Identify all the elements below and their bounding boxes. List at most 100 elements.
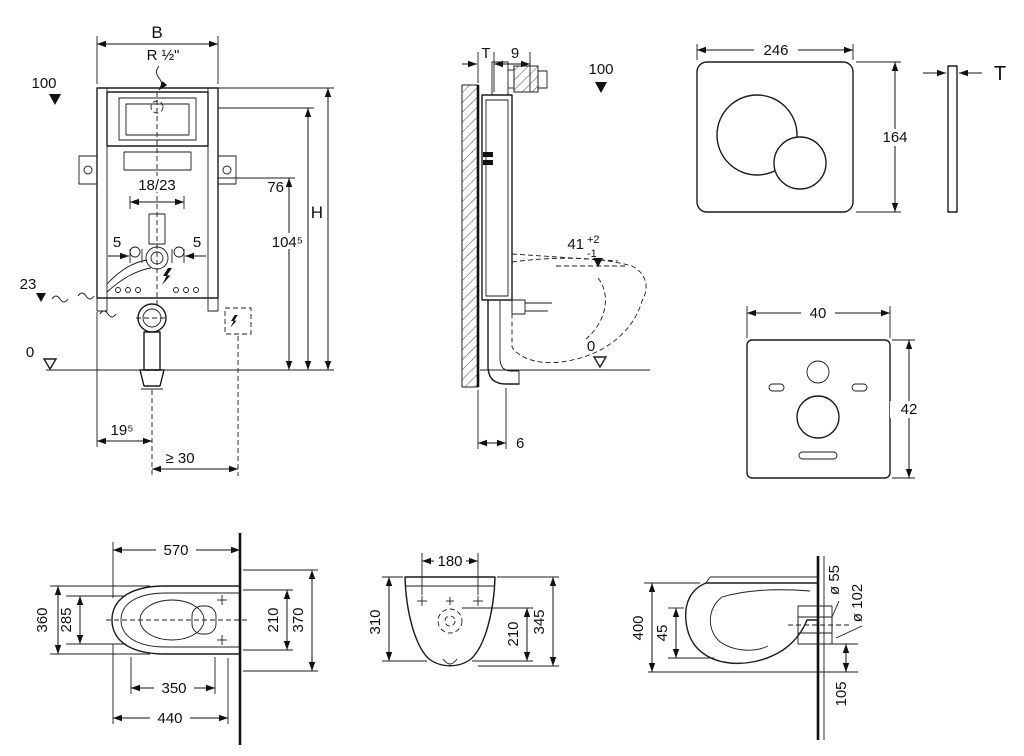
wall-bracket-right: [217, 155, 237, 185]
flush-valve: [145, 246, 169, 270]
dim-41: 41 +2 -1: [556, 234, 628, 267]
dim-label-dia-55: ø 55: [826, 565, 843, 595]
dim-label-370: 370: [290, 607, 307, 632]
flush-plate-side-view: T: [923, 63, 1006, 213]
dim-b: B: [96, 23, 219, 84]
dim-label-570: 570: [163, 542, 188, 559]
toilet-front-view: 180 310 210 345: [367, 553, 559, 667]
dim-label-5-right: 5: [193, 234, 201, 251]
dim-label-180: 180: [437, 553, 462, 570]
dim-dia-55: ø 55: [826, 565, 843, 618]
dim-180: 180: [421, 553, 479, 595]
dim-label-360: 360: [34, 607, 51, 632]
dim-t-plate: T: [923, 63, 1006, 85]
dim-42: 42: [890, 339, 928, 479]
tolerance-minus: -1: [587, 248, 597, 260]
filling-elbow: [513, 65, 539, 93]
level-label-0-front: 0: [26, 344, 34, 361]
dim-label-100-side: 100: [588, 61, 613, 78]
dim-246: 246: [696, 42, 854, 60]
dim-100-front: 100: [31, 75, 61, 105]
dim-label-210-top: 210: [265, 607, 282, 632]
dim-label-41: 41: [567, 236, 584, 253]
dim-310: 310: [367, 576, 427, 662]
dim-label-105: 105: [833, 681, 850, 706]
dim-label-164: 164: [882, 129, 907, 146]
drain-pipe: [143, 331, 161, 371]
dim-label-285: 285: [58, 607, 75, 632]
dim-label-19-5: 19⁵: [111, 422, 134, 439]
dim-label-210-front: 210: [505, 621, 522, 646]
dim-570: 570: [112, 542, 240, 598]
cistern-front-drawing: [77, 65, 252, 390]
dim-label-t-plate: T: [994, 63, 1006, 85]
dim-40: 40: [746, 305, 891, 338]
dim-label-9: 9: [511, 45, 519, 62]
dim-19-5: 19⁵: [96, 312, 153, 476]
dim-label-76: 76: [267, 179, 284, 196]
dim-9: 9: [494, 45, 530, 68]
flush-plate-edge: [947, 65, 958, 213]
supply-leader: [156, 65, 168, 91]
dim-164: 164: [856, 61, 917, 213]
dim-210-front: 210: [462, 607, 533, 662]
dim-label-45: 45: [654, 625, 671, 642]
break-symbol: [77, 292, 95, 300]
dim-label-h: H: [311, 203, 323, 222]
dim-76: 76: [218, 177, 295, 370]
dim-t-wall: T: [462, 45, 531, 92]
dim-label-dia-102: ø 102: [849, 584, 866, 622]
dim-104-5: 104⁵: [218, 107, 314, 370]
dim-label-42: 42: [901, 401, 918, 418]
dim-label-18-23: 18/23: [138, 177, 176, 194]
dim-210-top: 210: [243, 589, 293, 651]
lightning-icon: [162, 268, 172, 285]
dim-105: 105: [832, 643, 858, 707]
dim-label-440: 440: [157, 710, 182, 727]
dim-label-246: 246: [763, 42, 788, 59]
level-label-0-side: 0: [587, 338, 595, 355]
dim-dia-102: ø 102: [835, 584, 866, 639]
cistern-side-drawing: [461, 61, 647, 388]
pan-front-outline: [404, 576, 496, 667]
toilet-top-view: 570 360 285 350 440: [34, 533, 318, 745]
dim-label-104-5: 104⁵: [272, 234, 303, 251]
dim-440: 440: [112, 644, 229, 727]
dim-label-350: 350: [161, 680, 186, 697]
lightning-icon: [230, 315, 238, 328]
dim-label-310: 310: [367, 609, 384, 634]
dim-label-345: 345: [531, 609, 548, 634]
drain-elbow: [487, 299, 520, 385]
break-symbol: [99, 310, 117, 318]
radius-label: R ½": [147, 47, 180, 64]
dim-h: H: [218, 87, 334, 370]
dim-label-400: 400: [630, 615, 647, 640]
dim-400: 400: [630, 582, 700, 672]
dim-370: 370: [243, 569, 318, 672]
electrical-box: [224, 307, 252, 335]
flush-button-small: [773, 136, 827, 190]
insulation-mat-view: 40 42: [746, 305, 928, 479]
cistern-side-view: T 9 100 41 +2 -1 0 6: [461, 45, 650, 452]
dim-18-23: 18/23: [129, 176, 185, 209]
dim-350: 350: [130, 657, 216, 697]
seat-outline: [120, 592, 240, 648]
cistern-profile: [481, 94, 513, 301]
dim-label-40: 40: [810, 305, 827, 322]
dim-45: 45: [654, 607, 714, 659]
dim-5-left: 5: [108, 234, 143, 263]
toilet-side-view: 400 45 ø 55 ø 102 105: [630, 556, 866, 740]
toilet-outline-dashed: [511, 257, 647, 364]
dim-label-6: 6: [516, 435, 524, 452]
dim-label-b: B: [151, 23, 162, 42]
level-23: 23: [20, 276, 69, 303]
pan-side-outline: [684, 582, 819, 665]
wall-bracket-left: [78, 155, 98, 185]
dim-label-t-wall: T: [481, 45, 490, 62]
flush-plate-body: [696, 61, 854, 213]
dim-min-30: ≥ 30: [152, 336, 239, 476]
wall-hatch: [461, 84, 479, 388]
flush-plate-front-view: 246 164: [696, 42, 917, 213]
